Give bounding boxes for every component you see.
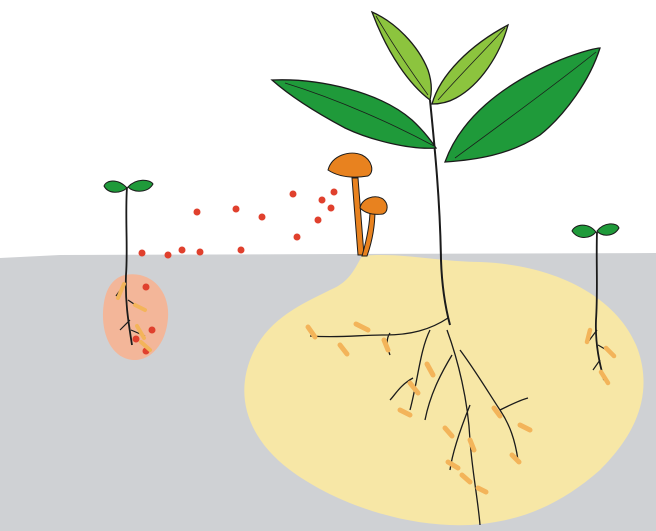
spore bbox=[143, 284, 150, 291]
mushroom-cap bbox=[328, 153, 372, 177]
spore bbox=[238, 247, 245, 254]
seedling-leaf bbox=[572, 225, 596, 237]
seedling-leaf bbox=[128, 180, 153, 191]
spore bbox=[315, 217, 322, 224]
spore bbox=[294, 234, 301, 241]
spore bbox=[194, 209, 201, 216]
mushroom-stem bbox=[352, 178, 364, 255]
spore bbox=[290, 191, 297, 198]
mushrooms bbox=[328, 153, 387, 256]
spore bbox=[331, 189, 338, 196]
spore bbox=[328, 205, 335, 212]
spore bbox=[165, 252, 172, 259]
spore bbox=[139, 250, 146, 257]
seedling-leaf bbox=[597, 224, 619, 235]
spore bbox=[319, 197, 326, 204]
plant-leaf bbox=[272, 80, 436, 148]
spore bbox=[179, 247, 186, 254]
seedling-leaf bbox=[104, 181, 127, 192]
spore bbox=[149, 327, 156, 334]
spore bbox=[259, 214, 266, 221]
spore bbox=[197, 249, 204, 256]
spore bbox=[233, 206, 240, 213]
spore bbox=[133, 336, 140, 343]
mushroom-cap bbox=[360, 197, 387, 214]
mushroom-stem bbox=[362, 210, 375, 256]
